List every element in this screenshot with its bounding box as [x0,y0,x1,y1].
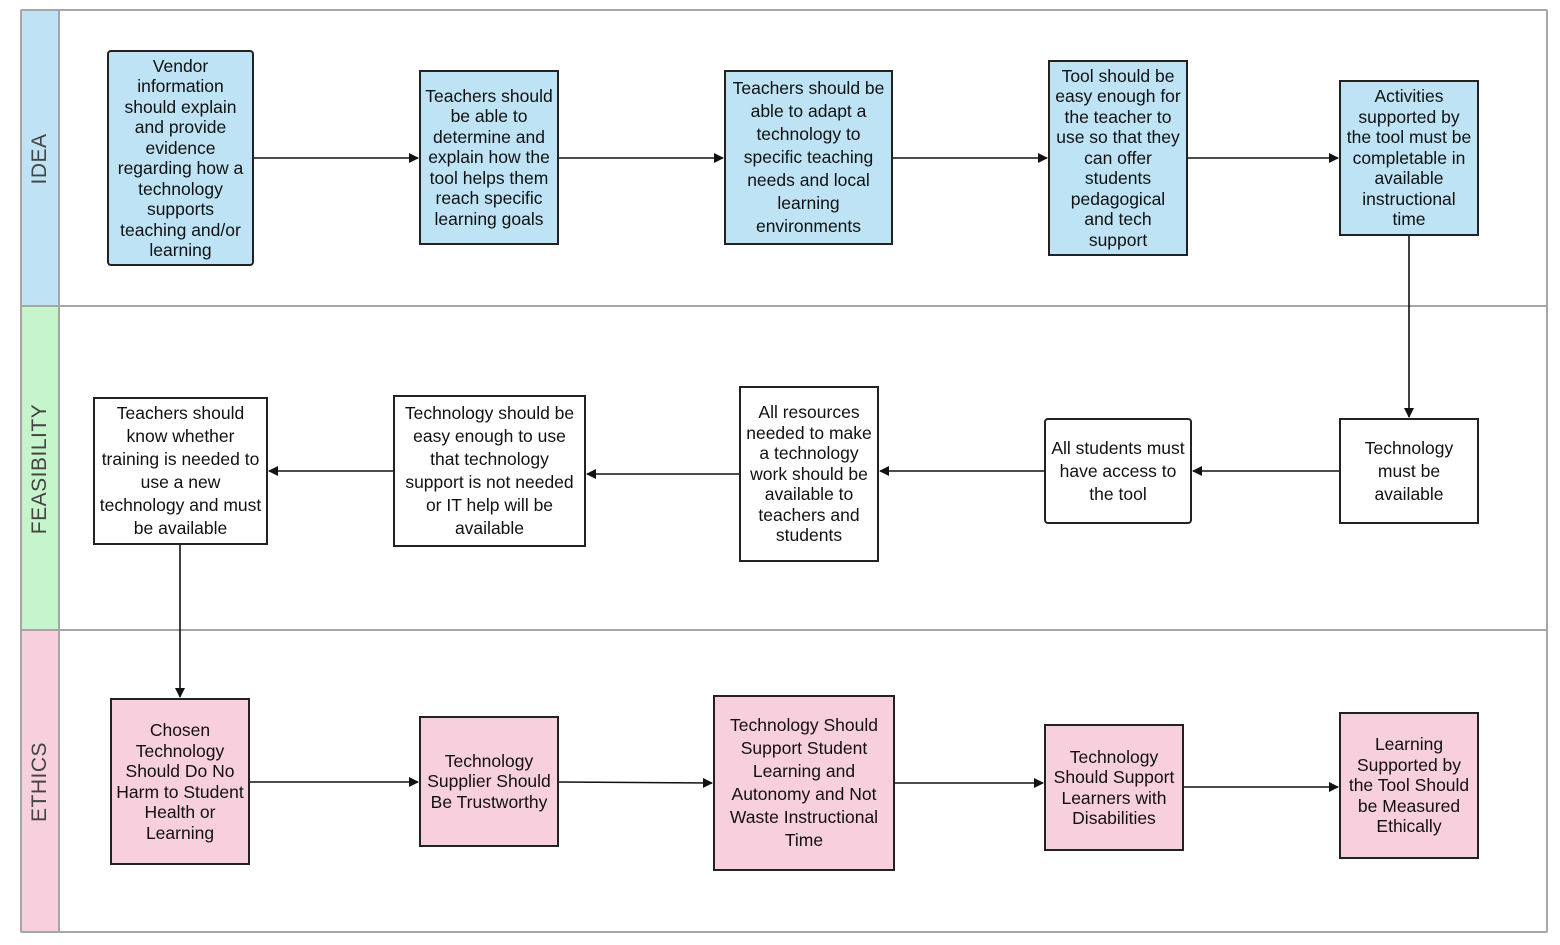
lane-separator [21,629,1547,631]
lane-idea-label: IDEA [21,11,60,306]
diagram-frame [20,9,1548,933]
node-idea-easy-for-teacher: Tool should be easy enough for the teach… [1048,60,1188,256]
node-ethics-do-no-harm: Chosen Technology Should Do No Harm to S… [110,698,250,865]
node-feasibility-student-access: All students must have access to the too… [1044,418,1192,524]
node-feasibility-easy-to-use: Technology should be easy enough to use … [393,395,586,547]
node-idea-instructional-time: Activities supported by the tool must be… [1339,80,1479,236]
node-ethics-learners-with-disabilities: Technology Should Support Learners with … [1044,724,1184,851]
node-feasibility-technology-available: Technology must be available [1339,418,1479,524]
node-idea-learning-goals: Teachers should be able to determine and… [419,70,559,245]
node-ethics-trustworthy-supplier: Technology Supplier Should Be Trustworth… [419,716,559,847]
node-ethics-measured-ethically: Learning Supported by the Tool Should be… [1339,712,1479,859]
lane-separator [21,305,1547,307]
node-idea-adapt-technology: Teachers should be able to adapt a techn… [724,70,893,245]
node-ethics-support-autonomy: Technology Should Support Student Learni… [713,695,895,871]
node-idea-vendor-information: Vendor information should explain and pr… [107,50,254,266]
node-feasibility-resources-available: All resources needed to make a technolog… [739,386,879,562]
lane-ethics-label: ETHICS [21,631,60,932]
lane-feasibility-label: FEASIBILITY [21,307,60,630]
node-feasibility-training-needed: Teachers should know whether training is… [93,397,268,545]
arrow-eth2-to-eth3 [558,777,713,788]
